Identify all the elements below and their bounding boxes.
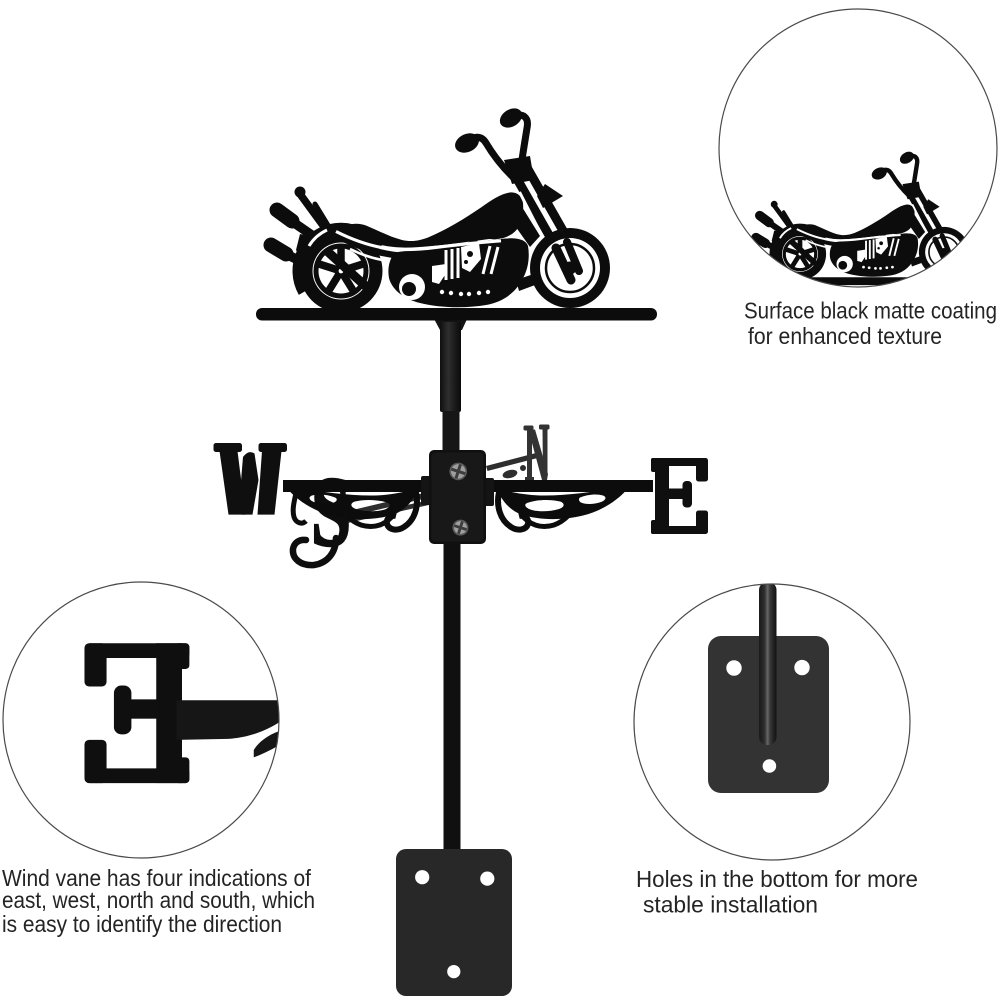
svg-text:Wind vane has four indications: Wind vane has four indications of bbox=[2, 865, 311, 891]
svg-text:Surface black matte coating: Surface black matte coating bbox=[744, 298, 997, 324]
svg-text:for enhanced texture: for enhanced texture bbox=[748, 323, 942, 349]
svg-text:Holes in the bottom for more: Holes in the bottom for more bbox=[636, 866, 918, 892]
svg-text:stable installation: stable installation bbox=[643, 892, 818, 918]
svg-text:east, west, north and south, w: east, west, north and south, which bbox=[2, 887, 315, 913]
svg-text:is easy to identify the direct: is easy to identify the direction bbox=[2, 911, 282, 937]
